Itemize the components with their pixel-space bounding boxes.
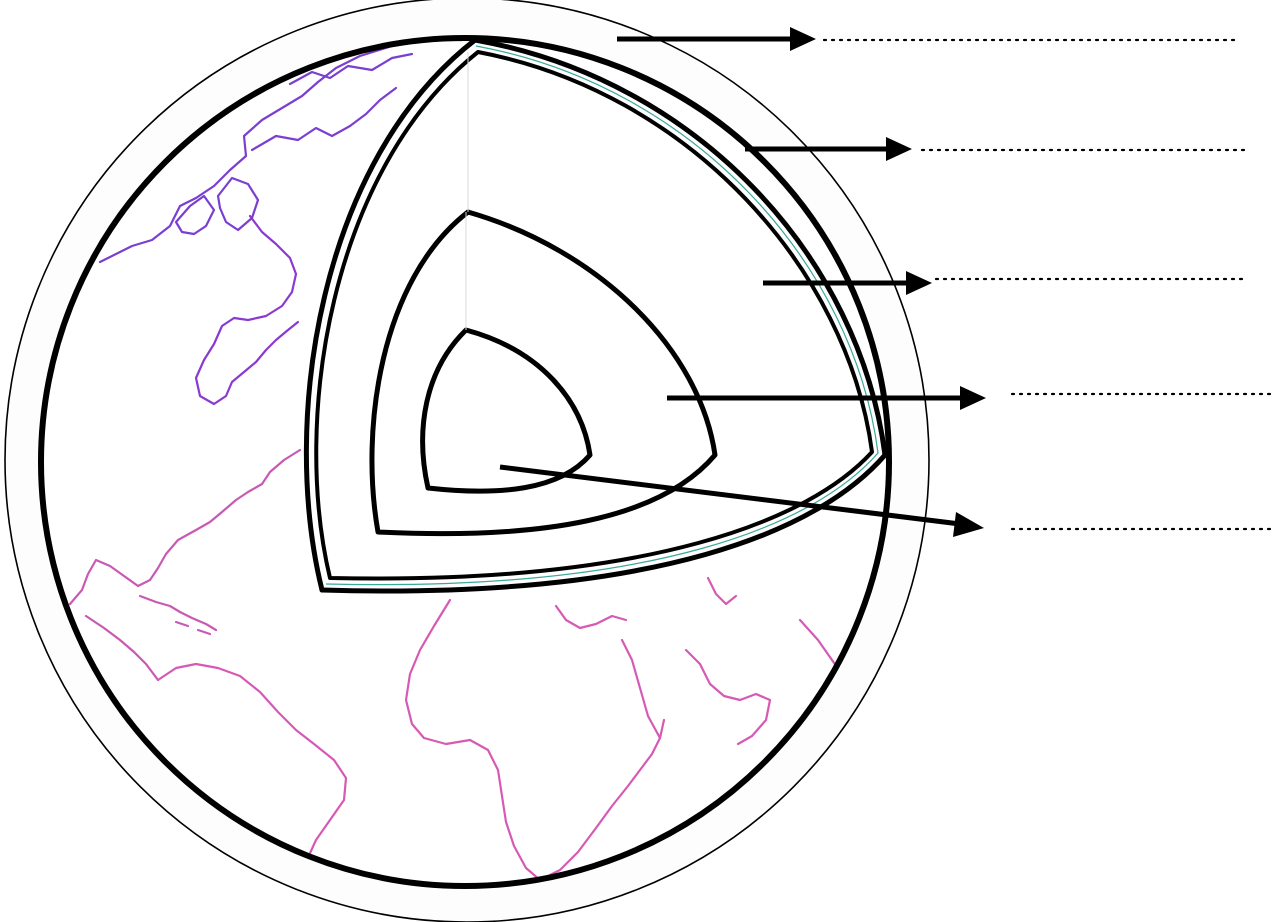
arrow-3-head — [906, 271, 932, 295]
arrow-1-head — [790, 27, 816, 51]
arrow-4-head — [960, 386, 986, 410]
arrow-2-head — [886, 137, 912, 161]
arrow-5-head — [953, 512, 984, 537]
